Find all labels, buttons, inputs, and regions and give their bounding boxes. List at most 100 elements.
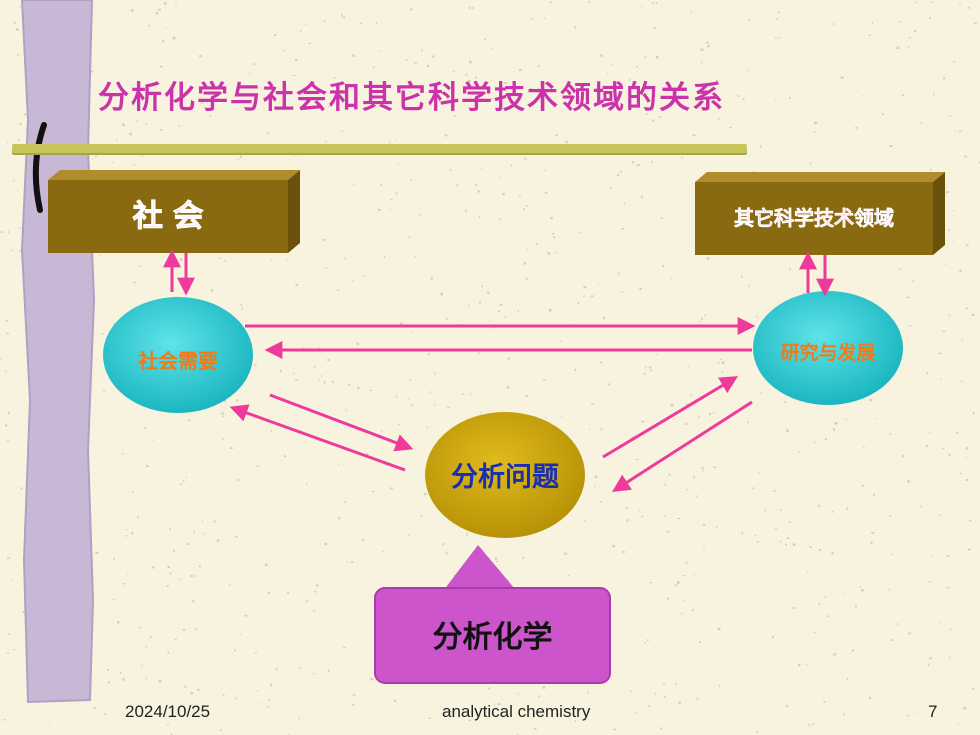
speckle: [681, 156, 683, 159]
speckle: [715, 526, 718, 528]
speckle: [324, 20, 326, 23]
speckle: [298, 717, 301, 720]
other-fields-label: 其它科学技术领域: [734, 206, 895, 231]
speckle: [519, 69, 522, 71]
speckle: [832, 428, 835, 431]
speckle: [965, 447, 969, 450]
speckle: [846, 507, 849, 510]
speckle: [350, 561, 354, 563]
speckle: [396, 164, 399, 166]
speckle: [926, 372, 929, 374]
speckle: [313, 365, 316, 368]
speckle: [613, 728, 616, 731]
speckle: [102, 390, 106, 392]
speckle: [344, 501, 346, 504]
speckle: [914, 30, 917, 33]
speckle: [294, 154, 297, 156]
speckle: [753, 170, 755, 173]
speckle: [600, 501, 603, 503]
speckle: [343, 647, 346, 649]
speckle: [445, 318, 449, 320]
speckle: [201, 520, 204, 522]
speckle: [621, 228, 624, 230]
speckle: [199, 55, 202, 57]
speckle: [560, 340, 562, 343]
speckle: [421, 49, 423, 52]
speckle: [197, 688, 200, 691]
speckle: [159, 65, 163, 68]
speckle: [237, 478, 240, 482]
speckle: [764, 509, 766, 512]
speckle: [537, 65, 540, 67]
speckle: [939, 622, 942, 624]
speckle: [264, 563, 268, 566]
speckle: [484, 38, 486, 40]
speckle: [699, 641, 701, 643]
speckle: [663, 683, 665, 686]
speckle: [370, 389, 373, 391]
speckle: [11, 250, 14, 252]
speckle: [625, 506, 628, 509]
page-title: 分析化学与社会和其它科学技术领域的关系: [98, 80, 725, 116]
speckle: [388, 142, 391, 144]
speckle: [390, 487, 393, 490]
speckle: [694, 574, 696, 576]
speckle: [93, 707, 97, 710]
speckle: [552, 232, 555, 235]
speckle: [907, 714, 910, 717]
speckle: [871, 116, 873, 119]
speckle: [948, 314, 951, 316]
speckle: [526, 205, 528, 207]
speckle: [20, 487, 23, 490]
speckle: [249, 72, 251, 75]
speckle: [183, 480, 185, 482]
speckle: [846, 678, 848, 681]
speckle: [352, 54, 355, 57]
speckle: [16, 28, 19, 31]
speckle: [254, 652, 258, 654]
speckle: [186, 543, 190, 545]
speckle: [345, 409, 347, 412]
speckle: [405, 59, 408, 61]
speckle: [261, 703, 263, 705]
speckle: [16, 189, 19, 191]
speckle: [137, 516, 139, 519]
speckle: [664, 483, 666, 486]
speckle: [591, 403, 594, 405]
speckle: [410, 404, 414, 406]
speckle: [931, 1, 933, 3]
speckle: [19, 123, 22, 126]
speckle: [692, 134, 696, 137]
speckle: [965, 244, 969, 246]
speckle: [629, 78, 631, 81]
speckle: [644, 56, 647, 58]
speckle: [832, 22, 834, 26]
speckle: [360, 22, 362, 25]
speckle: [662, 264, 665, 268]
speckle: [338, 463, 340, 466]
speckle: [295, 283, 299, 286]
speckle: [908, 46, 910, 49]
speckle: [220, 729, 222, 732]
speckle: [5, 319, 8, 322]
speckle: [901, 455, 905, 458]
speckle: [818, 549, 821, 552]
speckle: [378, 208, 381, 211]
speckle: [6, 332, 9, 335]
speckle: [748, 18, 751, 21]
speckle: [453, 115, 456, 117]
speckle: [274, 34, 277, 36]
speckle: [896, 46, 900, 50]
speckle: [577, 302, 580, 305]
speckle: [698, 416, 700, 419]
speckle: [814, 121, 817, 125]
title-underline: [12, 144, 747, 153]
speckle: [407, 236, 411, 238]
speckle: [107, 681, 110, 684]
speckle: [275, 667, 278, 671]
speckle: [419, 214, 422, 216]
speckle: [524, 157, 527, 160]
speckle: [888, 515, 892, 517]
speckle: [462, 393, 465, 395]
speckle: [658, 116, 661, 118]
